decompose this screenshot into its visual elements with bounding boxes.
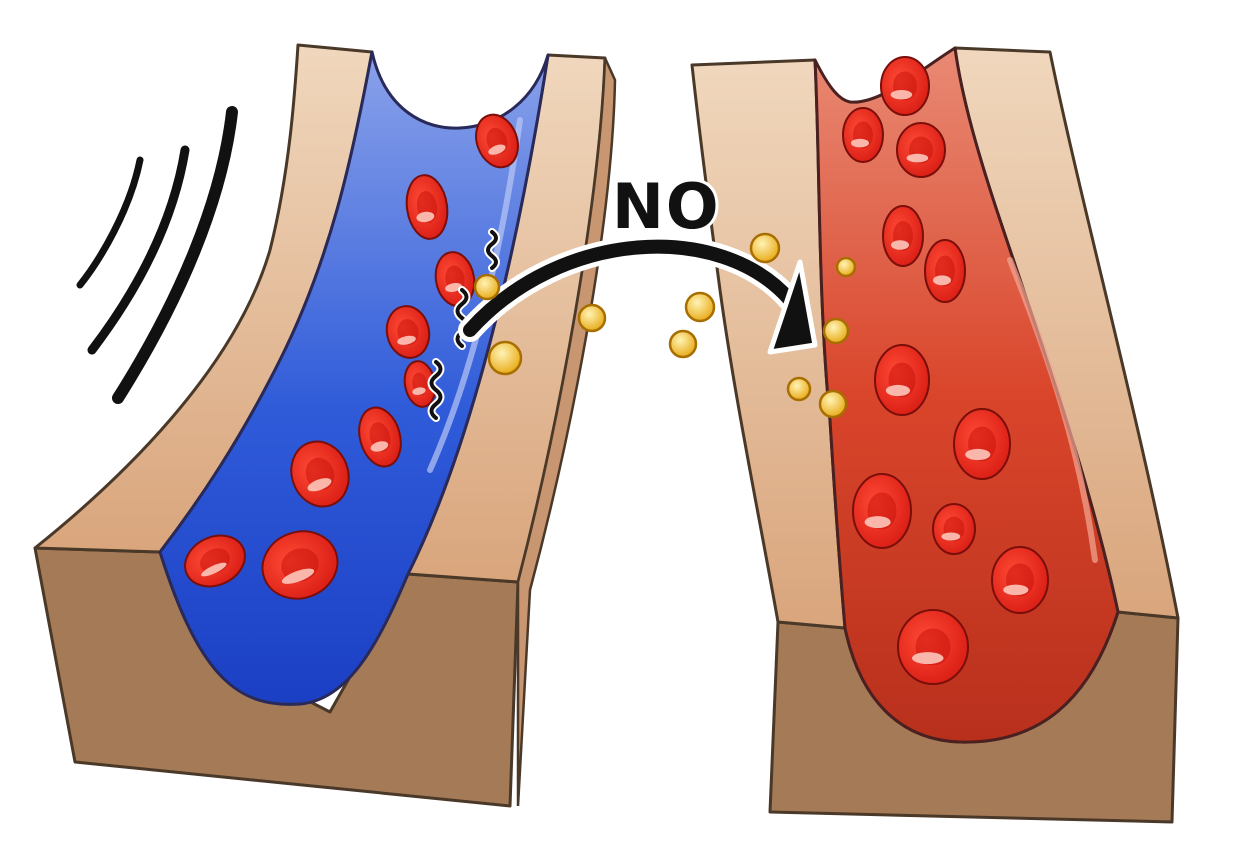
no-molecule (786, 376, 812, 402)
no-molecule (577, 303, 607, 333)
blood-cell (924, 239, 966, 303)
blood-cell (261, 530, 339, 600)
blood-cell (896, 122, 946, 178)
curved-arrow-icon (458, 234, 818, 355)
blood-cell (290, 440, 350, 508)
blood-cell (405, 174, 449, 240)
blood-cell (953, 408, 1011, 480)
vibration-lines-icon (76, 106, 238, 404)
no-molecules (473, 232, 857, 419)
blood-cell (882, 205, 924, 267)
blood-cell (852, 473, 912, 549)
blood-cell (184, 534, 246, 588)
blood-cell (385, 305, 431, 359)
blood-cell (475, 113, 519, 169)
blood-cell (897, 609, 969, 685)
no-molecule (818, 389, 848, 419)
blood-cell (358, 406, 402, 468)
no-molecule (473, 273, 501, 301)
blood-cell (932, 503, 976, 555)
no-molecule (487, 340, 523, 376)
right-vessel-lumen-highlight (1007, 257, 1098, 563)
left-vessel (33, 43, 617, 808)
blood-cell (880, 56, 930, 116)
left-vessel-lumen (158, 50, 550, 706)
blood-cell (842, 107, 884, 163)
no-molecule (668, 329, 698, 359)
blood-cells (184, 56, 1049, 685)
no-label: NO (612, 170, 721, 243)
wavy-signal-icon (427, 228, 500, 422)
no-molecule (822, 317, 850, 345)
no-molecule (749, 232, 781, 264)
blood-cell (991, 546, 1049, 614)
no-molecule (835, 256, 857, 278)
blood-cell (874, 344, 930, 416)
no-molecule (684, 291, 716, 323)
